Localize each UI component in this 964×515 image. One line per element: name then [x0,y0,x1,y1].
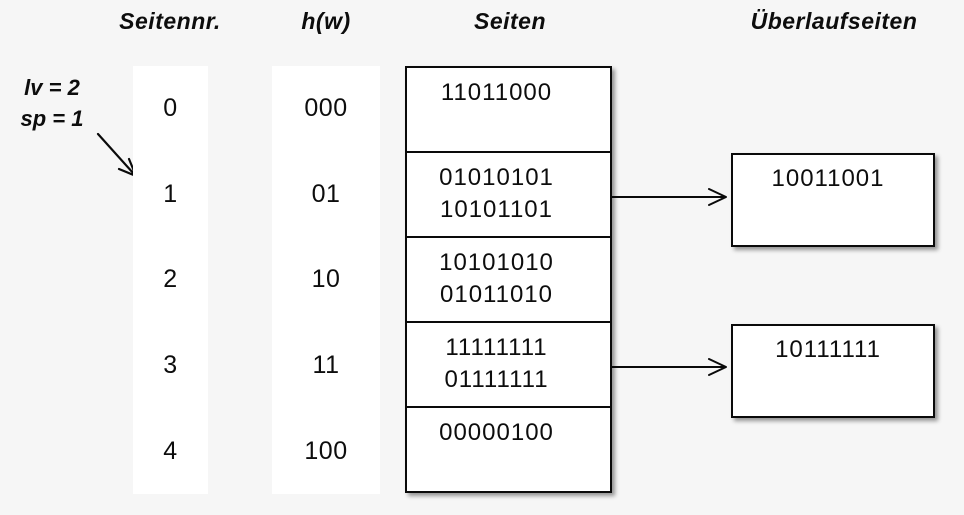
overflow-arrow-icon [611,358,727,376]
overflow-page-row-1: 10011001 [731,153,935,247]
header-overflow-pages: Überlaufseiten [750,8,918,34]
page-number-cell: 1 [163,179,178,208]
hash-value-cell: 100 [304,436,348,465]
header-pages: Seiten [473,8,547,34]
page-number-cell: 0 [163,94,178,123]
record-value: 11111111 [445,334,548,361]
page-number-column: 0 1 2 3 4 [133,66,208,494]
state-annotation: lv = 2 sp = 1 [4,72,100,134]
level-value: lv = 2 [24,75,80,100]
record-value: 01011010 [440,281,553,308]
record-value: 10011001 [771,165,885,192]
record-value: 00000100 [439,419,554,446]
overflow-arrow-icon [611,188,727,206]
hash-value-cell: 10 [311,265,341,294]
hash-value-cell: 11 [312,351,340,380]
hash-value-cell: 000 [304,94,348,123]
record-value: 01010101 [439,164,554,191]
record-value: 11011000 [440,79,553,106]
record-value: 01111111 [444,366,549,393]
page-number-cell: 3 [163,351,178,380]
record-value: 10101010 [439,249,554,276]
record-value [407,449,610,481]
hash-value-column: 000 01 10 11 100 [272,66,380,494]
hash-value-cell: 01 [311,179,341,208]
overflow-page-row-3: 10111111 [731,324,935,418]
page-row-4: 00000100 [407,408,610,491]
page-number-cell: 2 [163,265,178,294]
page-row-1: 01010101 10101101 [407,153,610,238]
split-pointer-value: sp = 1 [20,106,84,131]
record-value: 10111111 [775,336,881,363]
header-page-number: Seitennr. [119,8,221,34]
page-row-0: 11011000 [407,68,610,153]
record-value [407,109,610,141]
record-value: 10101101 [440,196,553,223]
page-row-2: 10101010 01011010 [407,238,610,323]
page-row-3: 11111111 01111111 [407,323,610,408]
header-hash-function: h(w) [301,8,351,34]
pages-table: 11011000 01010101 10101101 10101010 0101… [405,66,612,493]
page-number-cell: 4 [163,436,178,465]
